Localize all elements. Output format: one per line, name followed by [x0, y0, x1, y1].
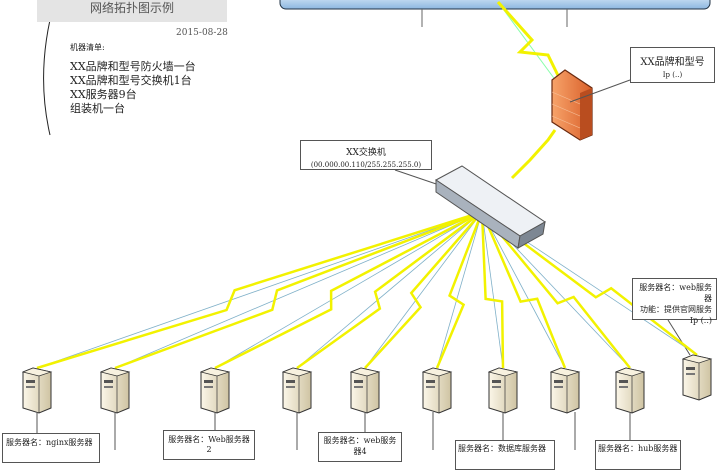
switch-name: XX交换机 [346, 148, 386, 158]
server-label: 服务器名：数据库服务器 [455, 440, 555, 470]
topology-diagram [21, 0, 713, 450]
link-line [114, 211, 483, 369]
firewall-label: XX品牌和型号 Ip (..) [630, 47, 715, 83]
server-icon [421, 367, 453, 414]
switch-ip: (00.000.00.110/255.255.255.0) [310, 161, 422, 169]
server-icon [549, 367, 581, 414]
server-label: 服务器名：Web服务器2 [163, 430, 255, 460]
lightning-link [480, 211, 567, 369]
inventory-item: XX品牌和型号交换机1台 [70, 74, 192, 87]
lightning-link [481, 210, 698, 356]
link-line [214, 211, 483, 369]
callout-line [667, 319, 691, 356]
lightning-link [364, 211, 483, 369]
lightning-link [481, 211, 631, 369]
link-line [436, 211, 483, 369]
server-name: 服务器名：Web服务器2 [168, 435, 250, 454]
lightning-link [435, 211, 484, 369]
network-bus [279, 0, 711, 10]
server-ip: Ip (..) [689, 316, 712, 325]
server-name: 服务器名：web服务器 [639, 283, 712, 303]
server-name: 服务器名：hub服务器 [598, 444, 678, 453]
web-server-label: 服务器名：web服务器 功能：提供官网服务 Ip (..) [632, 278, 717, 325]
date: 2015-08-28 [176, 28, 228, 38]
server-label: 服务器名：web服务器4 [318, 432, 402, 462]
server-icon [281, 367, 313, 414]
lightning-link [36, 210, 483, 370]
server-icon [199, 367, 231, 414]
page-title: 网络拓扑图示例 [89, 1, 174, 15]
firewall-icon [551, 69, 593, 141]
switch-icon [435, 165, 546, 249]
title-banner: 网络拓扑图示例 [37, 0, 227, 22]
server-icon [99, 367, 131, 414]
inventory-list: XX品牌和型号防火墙一台 XX品牌和型号交换机1台 XX服务器9台 组装机一台 [70, 60, 196, 116]
server-icon [21, 367, 53, 414]
firewall-name: XX品牌和型号 [640, 57, 705, 68]
switch-label: XX交换机 (00.000.00.110/255.255.255.0) [300, 140, 432, 170]
callout-line [569, 79, 631, 103]
link-line [481, 211, 504, 369]
lightning-link [296, 210, 483, 370]
server-label: 服务器名：hub服务器 [595, 440, 681, 470]
lightning-link [480, 211, 505, 369]
link-line [296, 211, 483, 369]
inventory-item: 组装机一台 [70, 102, 125, 115]
link-line [36, 211, 483, 369]
inventory-item: XX品牌和型号防火墙一台 [70, 60, 196, 73]
server-function: 功能：提供官网服务 [640, 305, 712, 314]
server-icon [349, 367, 381, 414]
server-label: 服务器名：nginx服务器 [2, 433, 100, 463]
inventory-item: XX服务器9台 [70, 88, 137, 101]
firewall-ip: Ip (..) [662, 71, 683, 79]
inventory-heading: 机器清单: [70, 43, 105, 52]
lightning-link [496, 0, 572, 101]
server-icon [487, 367, 519, 414]
server-icon [681, 354, 713, 401]
link-line [364, 211, 483, 369]
link-line [481, 211, 566, 369]
server-icon [614, 367, 646, 414]
lightning-link [214, 210, 483, 370]
lightning-link [510, 129, 557, 180]
server-name: 服务器名：web服务器4 [323, 436, 397, 456]
lightning-link [114, 210, 483, 370]
server-name: 服务器名：nginx服务器 [6, 438, 93, 447]
server-name: 服务器名：数据库服务器 [458, 444, 546, 453]
